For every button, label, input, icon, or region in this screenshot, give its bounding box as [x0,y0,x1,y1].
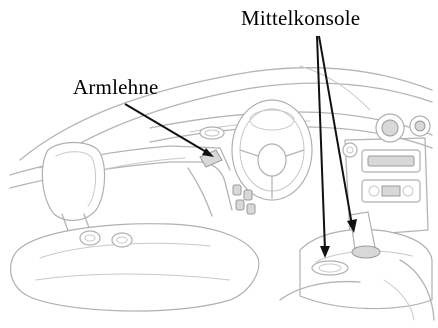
door-armrest [188,150,222,216]
driver-seat [11,224,259,311]
center-console-label: Mittelkonsole [241,6,360,31]
center-console [280,212,432,309]
armrest-label: Armlehne [73,75,159,100]
steering-wheel [232,100,312,200]
driver-seat-headrest [42,143,104,237]
